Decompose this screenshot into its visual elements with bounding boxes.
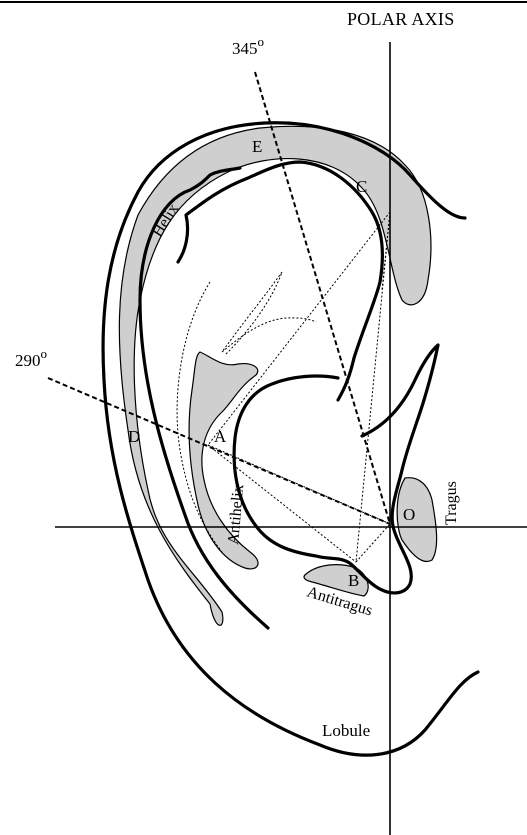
point-label-b: B — [348, 571, 359, 590]
angle-290-degree-mark: o — [41, 346, 48, 361]
dotted-inner-arc-3 — [222, 318, 316, 352]
angle-345-degree-mark: o — [258, 34, 265, 49]
dotted-b-to-o — [356, 524, 390, 562]
antihelix-label: Antihelix — [225, 484, 247, 546]
angle-label-290: 290o — [15, 346, 47, 370]
angle-345-value: 345 — [232, 39, 258, 58]
dotted-inner-arc-2 — [222, 272, 282, 354]
angle-label-345: 345o — [232, 34, 264, 58]
point-label-o: O — [403, 505, 415, 524]
point-label-d: D — [128, 427, 140, 446]
tragus-label: Tragus — [443, 481, 460, 525]
helix-shaded-region — [119, 126, 431, 625]
point-label-c: C — [356, 177, 367, 196]
point-label-a: A — [214, 427, 227, 446]
polar-axis-title: POLAR AXIS — [347, 9, 455, 29]
antihelix-shaded-region — [189, 352, 258, 569]
concha-cavity-outline — [234, 345, 438, 593]
point-label-e: E — [252, 137, 262, 156]
angle-290-value: 290 — [15, 351, 41, 370]
lobule-label: Lobule — [322, 721, 370, 740]
